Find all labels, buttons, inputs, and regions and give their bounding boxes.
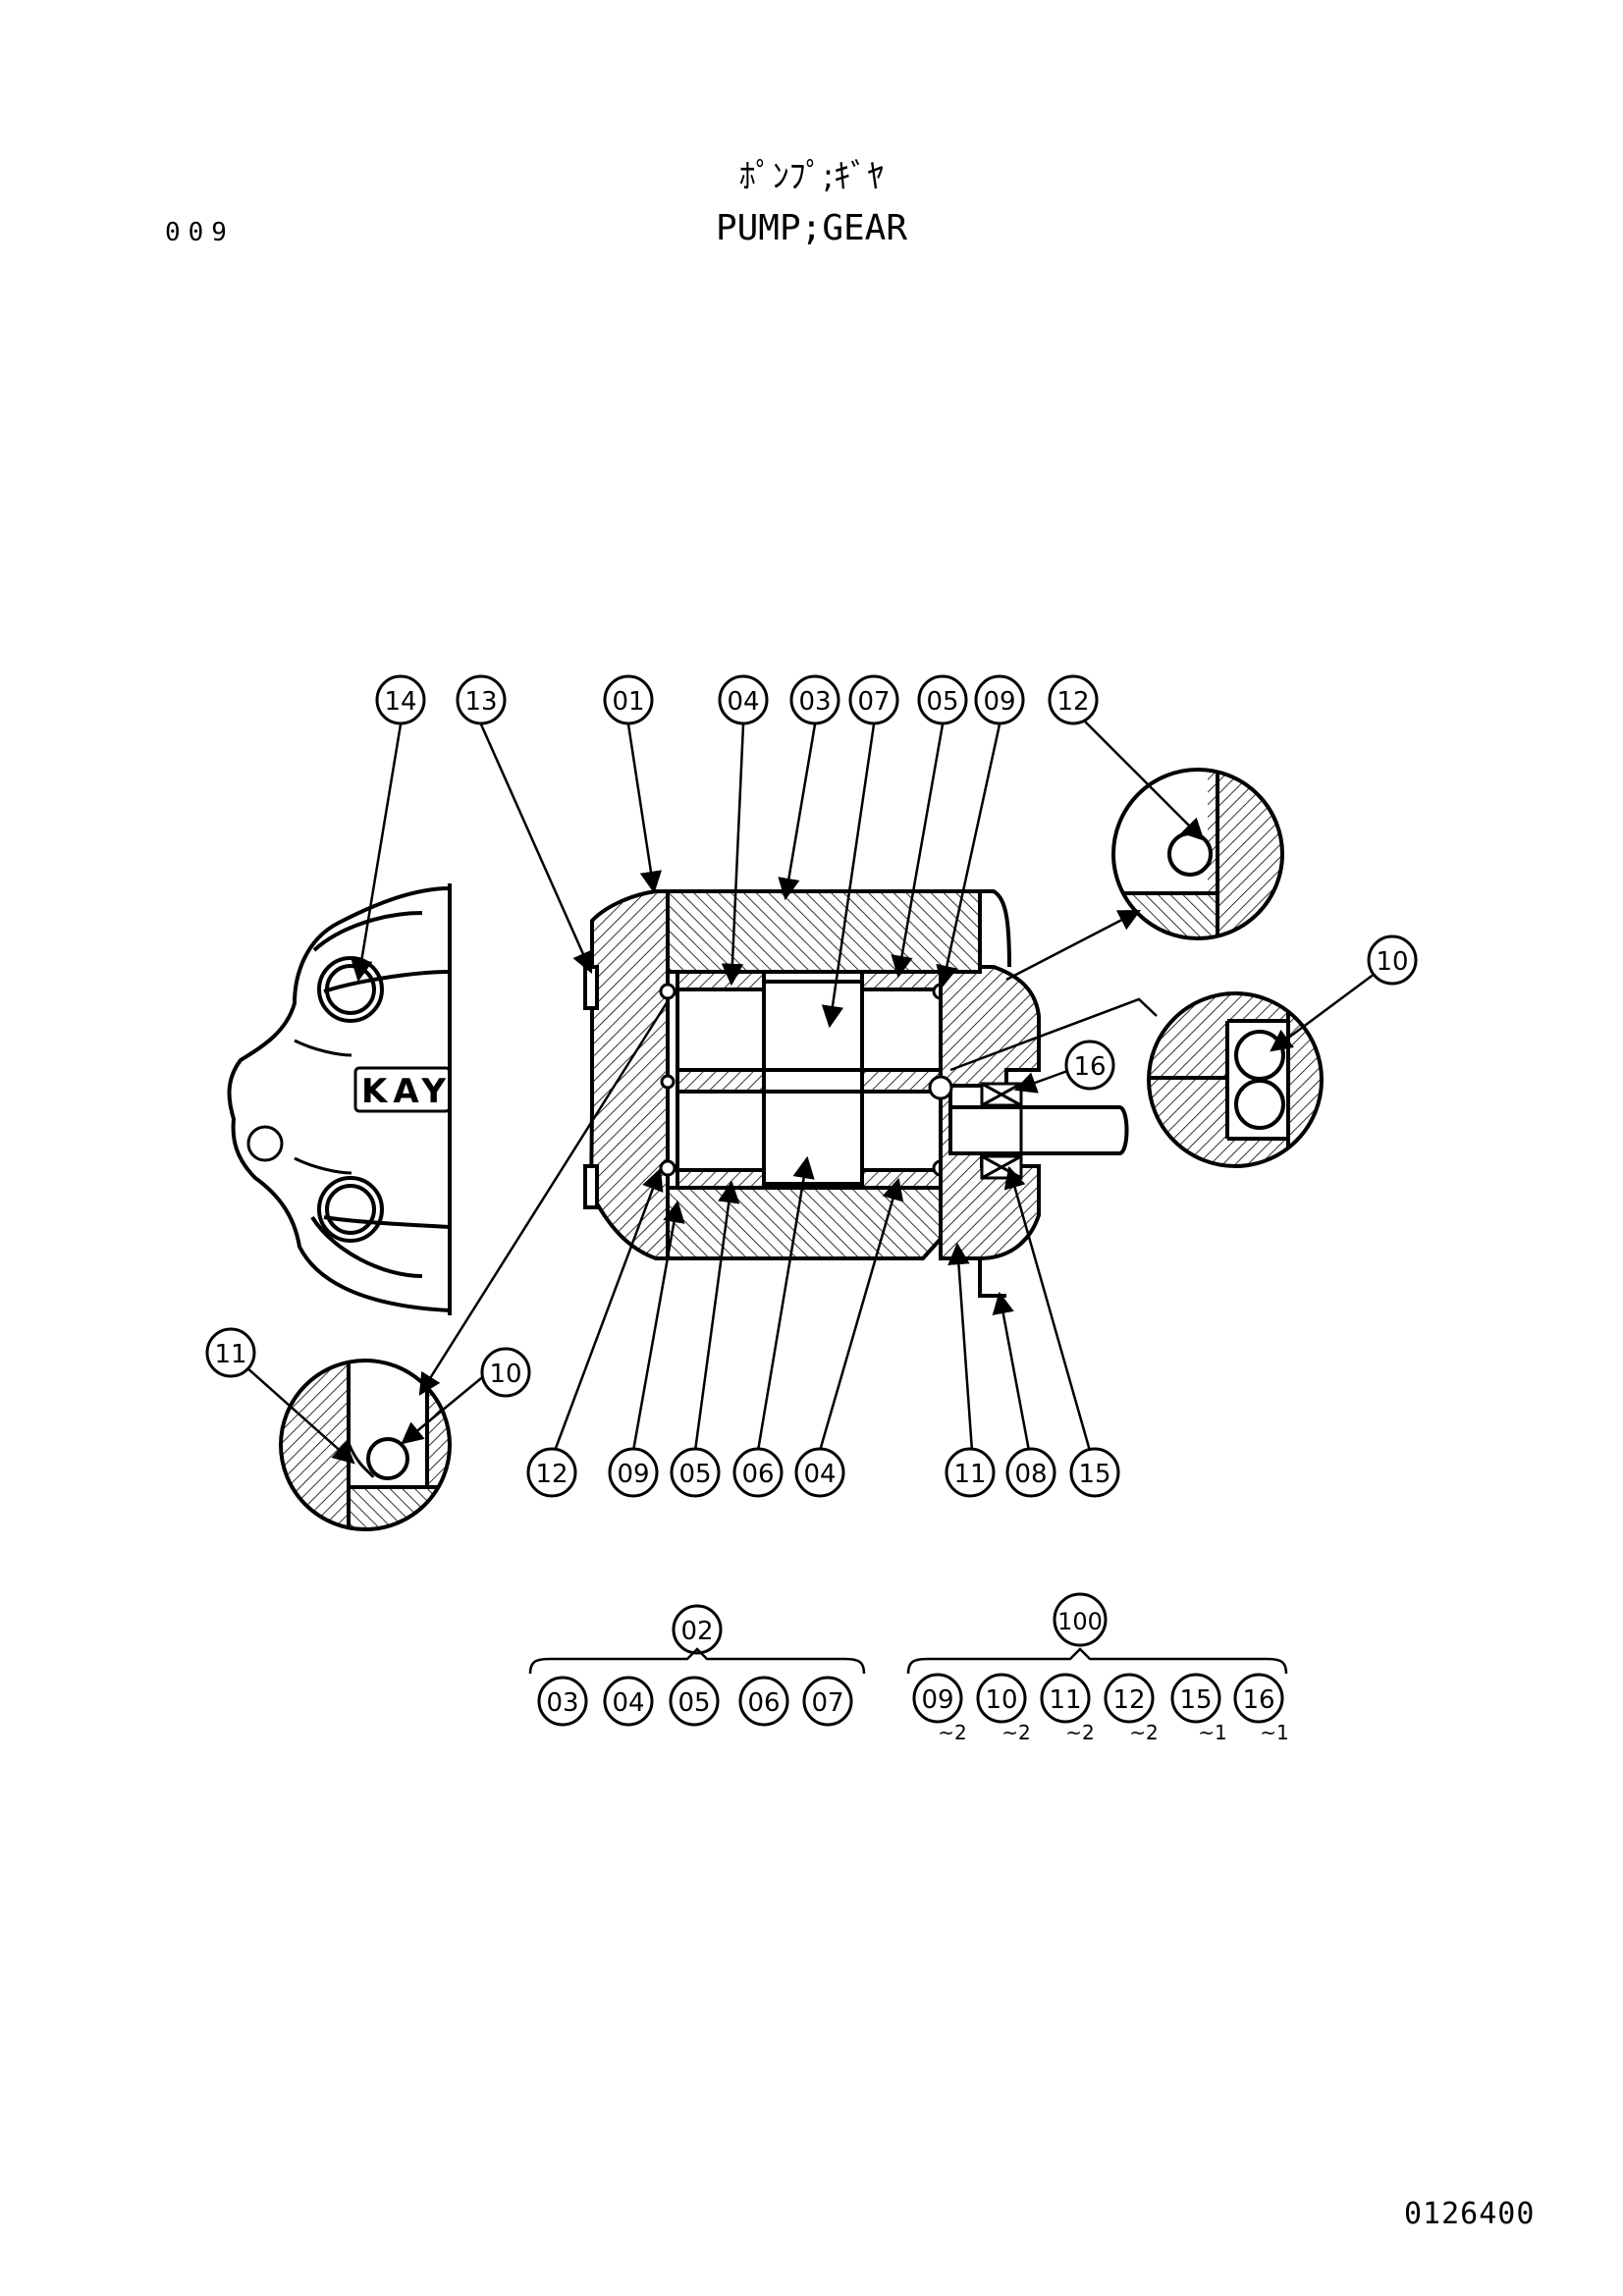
assembly-100-part: 15~1 (1170, 1673, 1227, 1744)
pump-cross-section (583, 889, 1129, 1298)
callout-05: 05 (917, 674, 968, 725)
assembly-100-part: 16~1 (1233, 1673, 1289, 1744)
leader-lines (244, 721, 1376, 1465)
part-qty: ~2 (1001, 1721, 1030, 1744)
assembly-02-part: 04 (603, 1676, 654, 1727)
part-number: 05 (677, 1688, 710, 1718)
part-number: 03 (546, 1688, 578, 1718)
assembly-group-100: 100 09~2 10~2 11~2 12~2 15~1 16~1 (906, 1592, 1289, 1744)
title-japanese: ﾎﾟﾝﾌﾟ;ｷﾞﾔ (738, 157, 885, 196)
assembly-02-part: 05 (669, 1676, 720, 1727)
part-number: 06 (747, 1688, 780, 1718)
part-number: 16 (1242, 1685, 1274, 1715)
assembly-100-label: 100 (1057, 1608, 1103, 1635)
part-qty: ~1 (1260, 1721, 1288, 1744)
callouts-left-detail: 11 10 (205, 1327, 531, 1398)
callout-label: 01 (612, 687, 644, 717)
callout-11-bottom: 11 (945, 1447, 996, 1498)
part-number: 15 (1179, 1685, 1212, 1715)
assembly-02-part: 07 (802, 1676, 853, 1727)
callout-label: 10 (489, 1360, 521, 1389)
callout-04: 04 (718, 674, 769, 725)
callout-07: 07 (848, 674, 899, 725)
assembly-02-part: 03 (537, 1676, 588, 1727)
detail-circle-upper-right (1111, 768, 1284, 940)
part-number: 09 (921, 1685, 953, 1715)
callouts-bottom: 12 09 05 06 04 11 08 15 (526, 1447, 1120, 1498)
callout-09: 09 (974, 674, 1025, 725)
callout-label: 15 (1078, 1460, 1110, 1489)
callout-label: 09 (617, 1460, 649, 1489)
callout-label: 06 (741, 1460, 774, 1489)
assembly-100-part: 09~2 (912, 1673, 967, 1744)
part-number: 04 (612, 1688, 644, 1718)
callout-13: 13 (456, 674, 507, 725)
callout-label: 11 (953, 1460, 986, 1489)
assembly-100-brace (906, 1647, 1288, 1675)
callout-14: 14 (375, 674, 426, 725)
title-english: PUMP;GEAR (715, 208, 908, 248)
housing-logo: KAY (361, 1072, 452, 1111)
callout-label: 04 (727, 687, 759, 717)
part-qty: ~2 (938, 1721, 966, 1744)
callout-06-bottom: 06 (732, 1447, 784, 1498)
callout-label: 09 (983, 687, 1015, 717)
part-number: 10 (985, 1685, 1017, 1715)
callout-05-bottom: 05 (670, 1447, 721, 1498)
callout-16: 16 (1064, 1040, 1115, 1091)
part-qty: ~2 (1065, 1721, 1094, 1744)
callout-label: 05 (678, 1460, 711, 1489)
assembly-100-part: 12~2 (1104, 1673, 1159, 1744)
callout-15-bottom: 15 (1069, 1447, 1120, 1498)
part-number: 07 (811, 1688, 843, 1718)
callout-04-bottom: 04 (794, 1447, 845, 1498)
callout-label: 12 (535, 1460, 568, 1489)
detail-circle-left (279, 1359, 452, 1531)
callouts-right: 10 16 (1064, 934, 1418, 1091)
callout-label: 11 (214, 1340, 246, 1369)
callouts-top: 14 13 01 04 03 07 05 09 12 (375, 674, 1099, 725)
callout-08-bottom: 08 (1005, 1447, 1056, 1498)
page-number: 009 (165, 218, 235, 247)
callout-label: 03 (798, 687, 831, 717)
callout-label: 10 (1376, 947, 1408, 977)
assembly-100-part: 11~2 (1040, 1673, 1095, 1744)
callout-03: 03 (789, 674, 840, 725)
callout-label: 04 (803, 1460, 836, 1489)
callout-label: 13 (464, 687, 497, 717)
drawing-number: 0126400 (1404, 2197, 1536, 2231)
callout-09-bottom: 09 (608, 1447, 659, 1498)
part-qty: ~1 (1198, 1721, 1226, 1744)
assembly-02-brace (528, 1647, 866, 1675)
assembly-group-02: 02 03 04 05 06 07 (528, 1604, 866, 1727)
callout-11-left: 11 (205, 1327, 256, 1378)
callout-12-bottom: 12 (526, 1447, 577, 1498)
callout-label: 05 (926, 687, 958, 717)
part-number: 11 (1049, 1685, 1081, 1715)
callout-label: 14 (384, 687, 416, 717)
callout-01: 01 (603, 674, 654, 725)
housing-end-view (227, 883, 452, 1315)
callout-label: 07 (857, 687, 890, 717)
callout-10-left: 10 (480, 1347, 531, 1398)
assembly-100-part: 10~2 (976, 1673, 1031, 1744)
callout-label: 08 (1014, 1460, 1047, 1489)
callout-10-right: 10 (1367, 934, 1418, 986)
assembly-02-part: 06 (738, 1676, 789, 1727)
part-qty: ~2 (1129, 1721, 1158, 1744)
part-number: 12 (1112, 1685, 1145, 1715)
callout-label: 12 (1056, 687, 1089, 717)
callout-12: 12 (1048, 674, 1099, 725)
assembly-02-label: 02 (680, 1617, 713, 1646)
callout-label: 16 (1073, 1052, 1106, 1082)
detail-circle-right (1147, 991, 1324, 1168)
